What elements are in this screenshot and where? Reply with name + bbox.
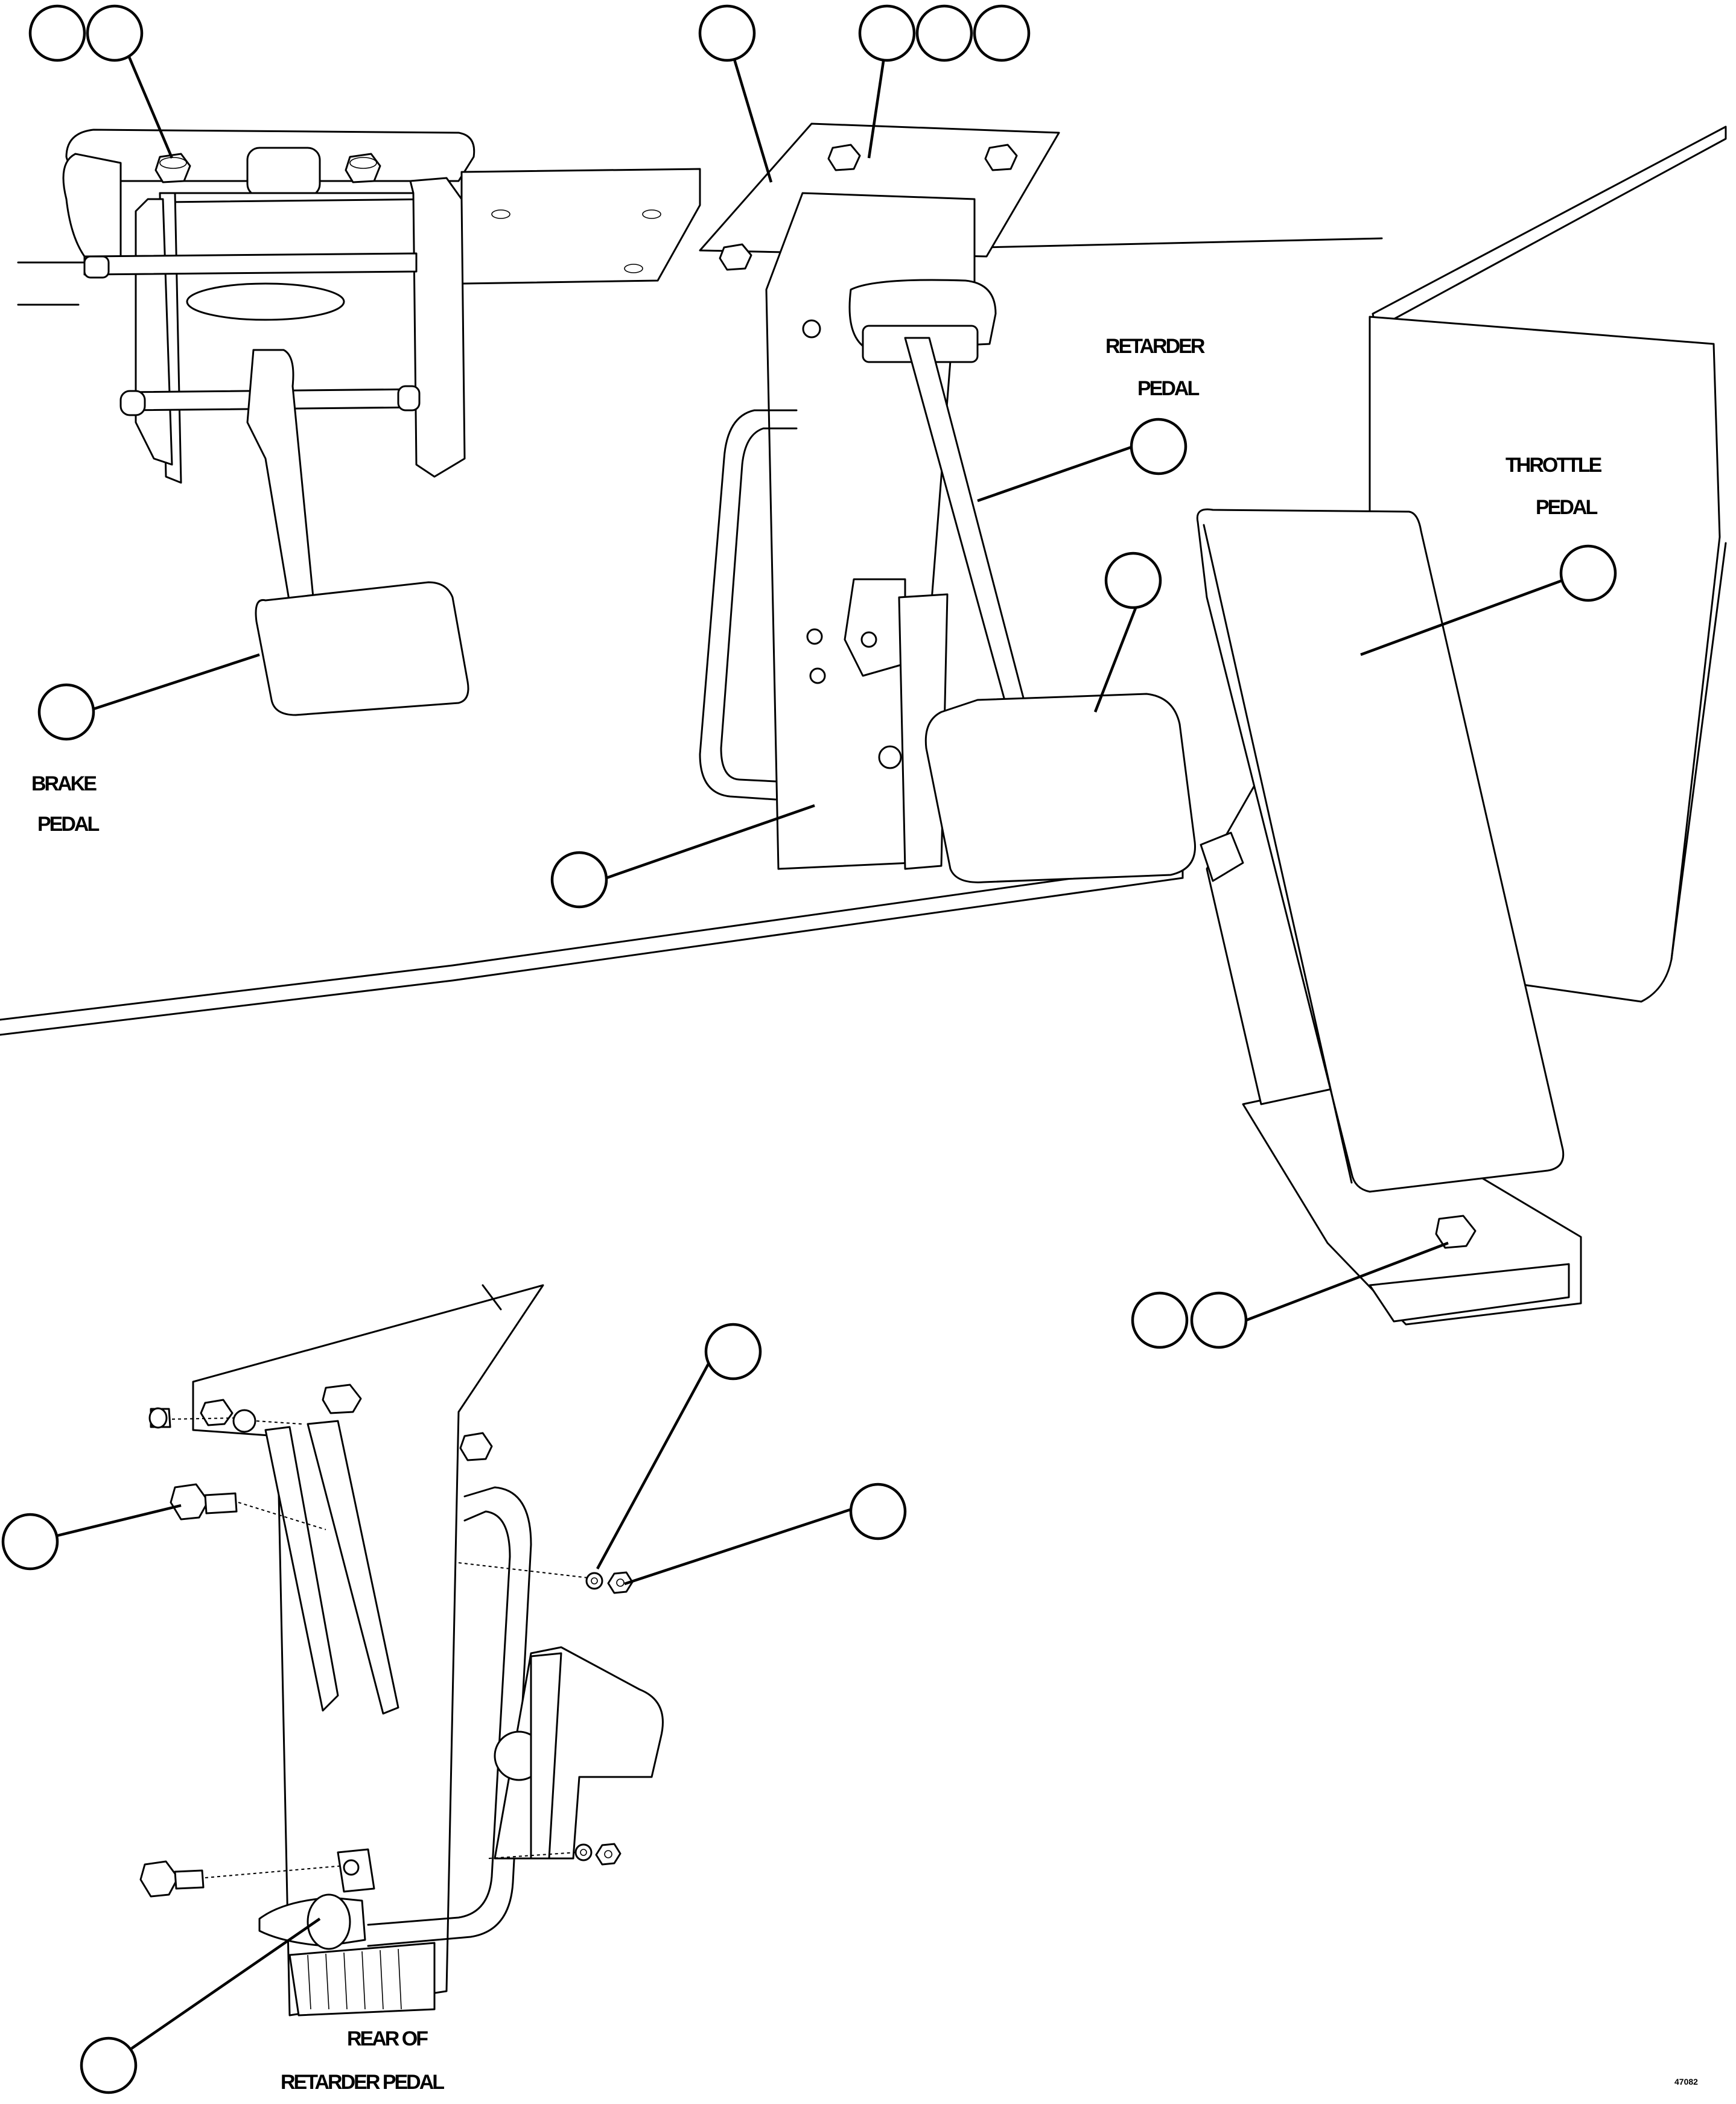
rear-view-label-line1: REAR OF <box>347 2027 428 2050</box>
callout-bubble <box>86 4 144 62</box>
hex-bolt-icon <box>1435 1215 1477 1249</box>
hex-nut-icon <box>607 1571 634 1594</box>
hex-bolt-icon <box>719 243 752 271</box>
brake-label-line1: BRAKE <box>31 772 97 795</box>
floor-outline <box>0 237 1383 1036</box>
exploded-hardware <box>139 1407 634 1898</box>
callout-bubble <box>80 2036 138 2094</box>
callout-bubble <box>37 683 95 741</box>
callout-bubble <box>1 1513 59 1571</box>
callout-bubble <box>550 851 608 909</box>
washer-icon <box>585 1572 603 1590</box>
hex-bolt-icon <box>827 144 861 171</box>
callout-bubble <box>1131 1291 1189 1349</box>
callout-bubbles <box>1 4 1617 2094</box>
figure-number: 47082 <box>1674 2077 1698 2087</box>
hex-bolt-icon <box>459 1432 493 1461</box>
callout-leaders <box>57 55 1574 2050</box>
callout-bubble <box>1130 418 1188 475</box>
throttle-label-line2: PEDAL <box>1536 496 1597 519</box>
callout-bubble <box>915 4 973 62</box>
hex-nut-icon <box>595 1843 622 1866</box>
callout-bubble <box>28 4 86 62</box>
throttle-label-line1: THROTTLE <box>1505 454 1602 477</box>
brake-pedal-assembly <box>62 129 701 716</box>
callout-bubble <box>704 1323 762 1381</box>
callout-bubble <box>858 4 916 62</box>
retarder-label-line1: RETARDER <box>1105 335 1205 358</box>
callout-bubble <box>1559 544 1617 602</box>
throttle-pedal-assembly <box>1196 126 1727 1326</box>
brake-label-line2: PEDAL <box>37 813 99 836</box>
callout-bubble <box>698 4 756 62</box>
hex-bolt-icon <box>322 1384 362 1414</box>
hex-bolt-icon <box>984 144 1018 171</box>
callout-bubble <box>849 1483 907 1540</box>
hex-bolt-icon <box>170 1483 238 1521</box>
callout-bubble <box>1104 551 1162 609</box>
screw-icon <box>148 1407 171 1429</box>
retarder-pedal-rear-view <box>192 1284 664 2017</box>
rear-view-label-line2: RETARDER PEDAL <box>281 2071 444 2094</box>
callout-bubble <box>973 4 1031 62</box>
hex-bolt-icon <box>154 153 191 183</box>
callout-bubble <box>1190 1291 1248 1349</box>
hex-bolt-icon <box>139 1860 205 1898</box>
washer-icon <box>574 1843 593 1861</box>
hex-bolt-icon <box>345 153 381 183</box>
labels: BRAKE PEDAL RETARDER PEDAL THROTTLE PEDA… <box>31 335 1698 2094</box>
retarder-label-line2: PEDAL <box>1137 377 1199 400</box>
retarder-pedal-assembly <box>699 122 1196 883</box>
